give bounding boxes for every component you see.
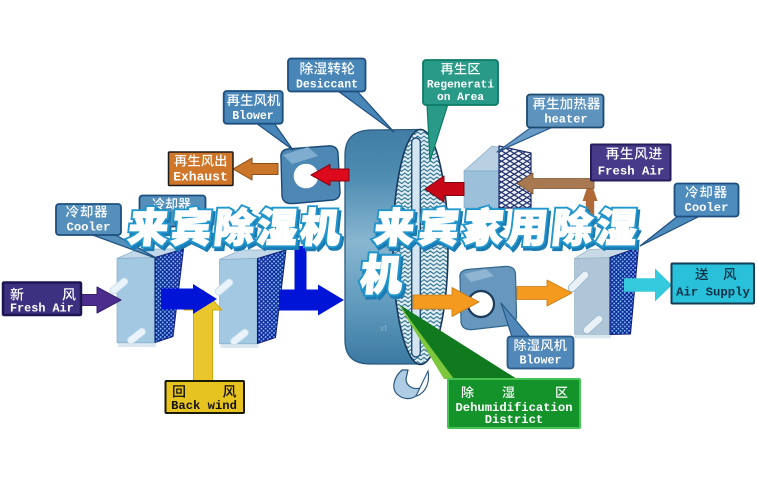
svg-text:Cooler: Cooler	[685, 201, 729, 215]
svg-text:Desiccant: Desiccant	[296, 79, 358, 92]
svg-text:xt: xt	[380, 323, 388, 333]
svg-text:Exhaust: Exhaust	[173, 170, 228, 185]
svg-text:Fresh Air: Fresh Air	[10, 302, 74, 316]
svg-text:on Area: on Area	[437, 92, 484, 104]
svg-text:Blower: Blower	[232, 110, 274, 123]
svg-text:District: District	[485, 413, 544, 427]
svg-text:Dehumidification: Dehumidification	[455, 401, 572, 415]
svg-text:Air Supply: Air Supply	[676, 286, 750, 300]
svg-text:heater: heater	[544, 113, 587, 127]
svg-text:Cooler: Cooler	[67, 221, 111, 235]
svg-text:Fresh Air: Fresh Air	[598, 165, 664, 179]
svg-text:Blower: Blower	[519, 354, 561, 368]
svg-text:Regenerati: Regenerati	[427, 80, 494, 92]
svg-text:Back wind: Back wind	[171, 399, 237, 413]
